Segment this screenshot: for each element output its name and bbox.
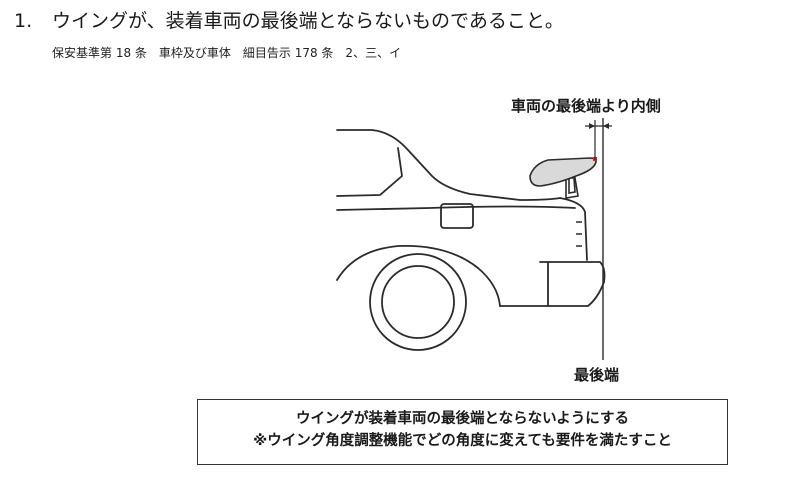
car-wheel-arch: [336, 244, 501, 307]
arrow-left: [603, 123, 609, 129]
car-c-pillar: [336, 147, 403, 197]
car-trunk-edge: [336, 205, 576, 211]
car-trunk-line: [559, 197, 588, 261]
rear-wing: [529, 157, 597, 187]
heading: 1. ウイングが、装着車両の最後端とならないものであること。: [14, 8, 564, 34]
car-tail-light: [576, 221, 582, 247]
label-rearmost: 最後端: [574, 366, 620, 384]
label-inside-rearmost: 車両の最後端より内側: [511, 97, 661, 115]
note-box: ウイングが装着車両の最後端とならないようにする ※ウイング角度調整機能でどの角度…: [197, 399, 728, 465]
heading-text: ウイングが、装着車両の最後端とならないものであること。: [52, 10, 564, 32]
car-rear-rim: [381, 265, 455, 339]
note-line-1: ウイングが装着車両の最後端とならないようにする: [296, 411, 629, 427]
regulation-reference: 保安基準第 18 条 車枠及び車体 細目告示 178 条 2、三、イ: [52, 46, 402, 60]
arrow-right: [589, 123, 595, 129]
car-rear-tire: [369, 253, 467, 351]
car-rear-bumper: [547, 261, 606, 307]
note-line-2: ※ウイング角度調整機能でどの角度に変えても要件を満たすこと: [253, 433, 672, 449]
car-fuel-door: [440, 203, 474, 229]
heading-number: 1.: [14, 10, 33, 32]
car-roof-line: [336, 129, 561, 201]
